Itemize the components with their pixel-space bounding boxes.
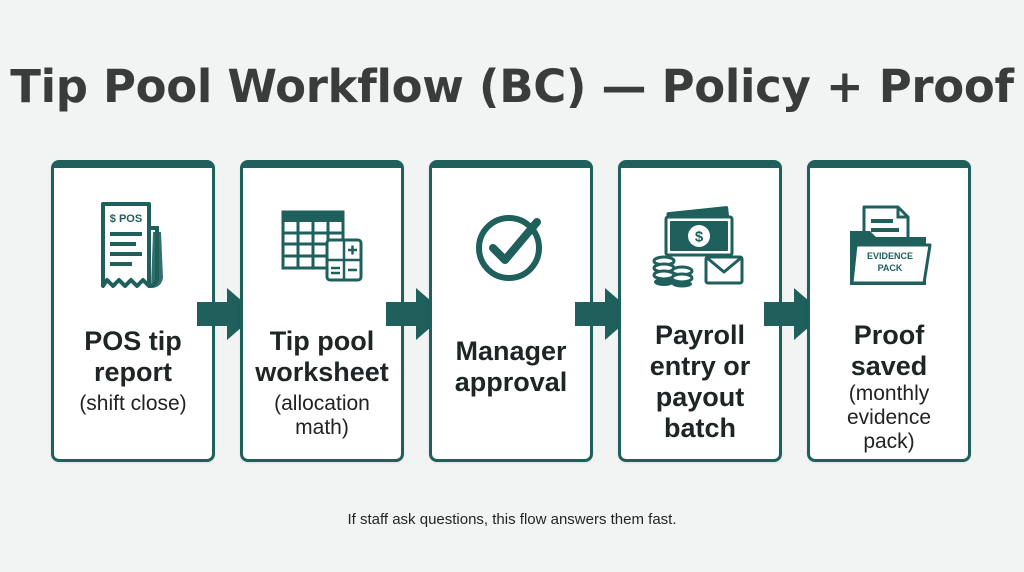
step-card-manager-approval: Manager approval bbox=[429, 160, 593, 462]
evidence-folder-icon: EVIDENCE PACK bbox=[810, 196, 968, 296]
cash-coins-envelope-icon: $ bbox=[621, 196, 779, 296]
step-label: POS tip report bbox=[84, 326, 182, 387]
spreadsheet-calculator-icon bbox=[243, 196, 401, 296]
step-card-pos-tip-report: $ POS POS tip report (shift close) bbox=[51, 160, 215, 462]
step-sublabel: (shift close) bbox=[79, 392, 187, 415]
step-card-payroll-entry: $ Payroll entry or payout batch bbox=[618, 160, 782, 462]
step-label: Payroll entry or payout batch bbox=[649, 320, 751, 443]
receipt-icon: $ POS bbox=[54, 196, 212, 296]
step-sublabel: (allocation math) bbox=[274, 392, 370, 439]
folder-text-line-2: PACK bbox=[878, 263, 903, 273]
svg-text:$: $ bbox=[695, 229, 704, 246]
footer-caption: If staff ask questions, this flow answer… bbox=[347, 511, 677, 528]
step-card-tip-pool-worksheet: Tip pool worksheet (allocation math) bbox=[240, 160, 404, 462]
checkmark-circle-icon bbox=[432, 196, 590, 296]
step-label: Manager approval bbox=[454, 336, 568, 397]
folder-text-line-1: EVIDENCE bbox=[867, 251, 913, 261]
step-sublabel: (monthly evidence pack) bbox=[846, 382, 932, 453]
step-label: Proof saved bbox=[850, 320, 928, 381]
receipt-icon-text: $ POS bbox=[110, 213, 142, 225]
step-label: Tip pool worksheet bbox=[255, 326, 389, 387]
diagram-title: Tip Pool Workflow (BC) — Policy + Proof bbox=[10, 60, 1014, 113]
step-card-proof-saved: EVIDENCE PACK Proof saved (monthly evide… bbox=[807, 160, 971, 462]
